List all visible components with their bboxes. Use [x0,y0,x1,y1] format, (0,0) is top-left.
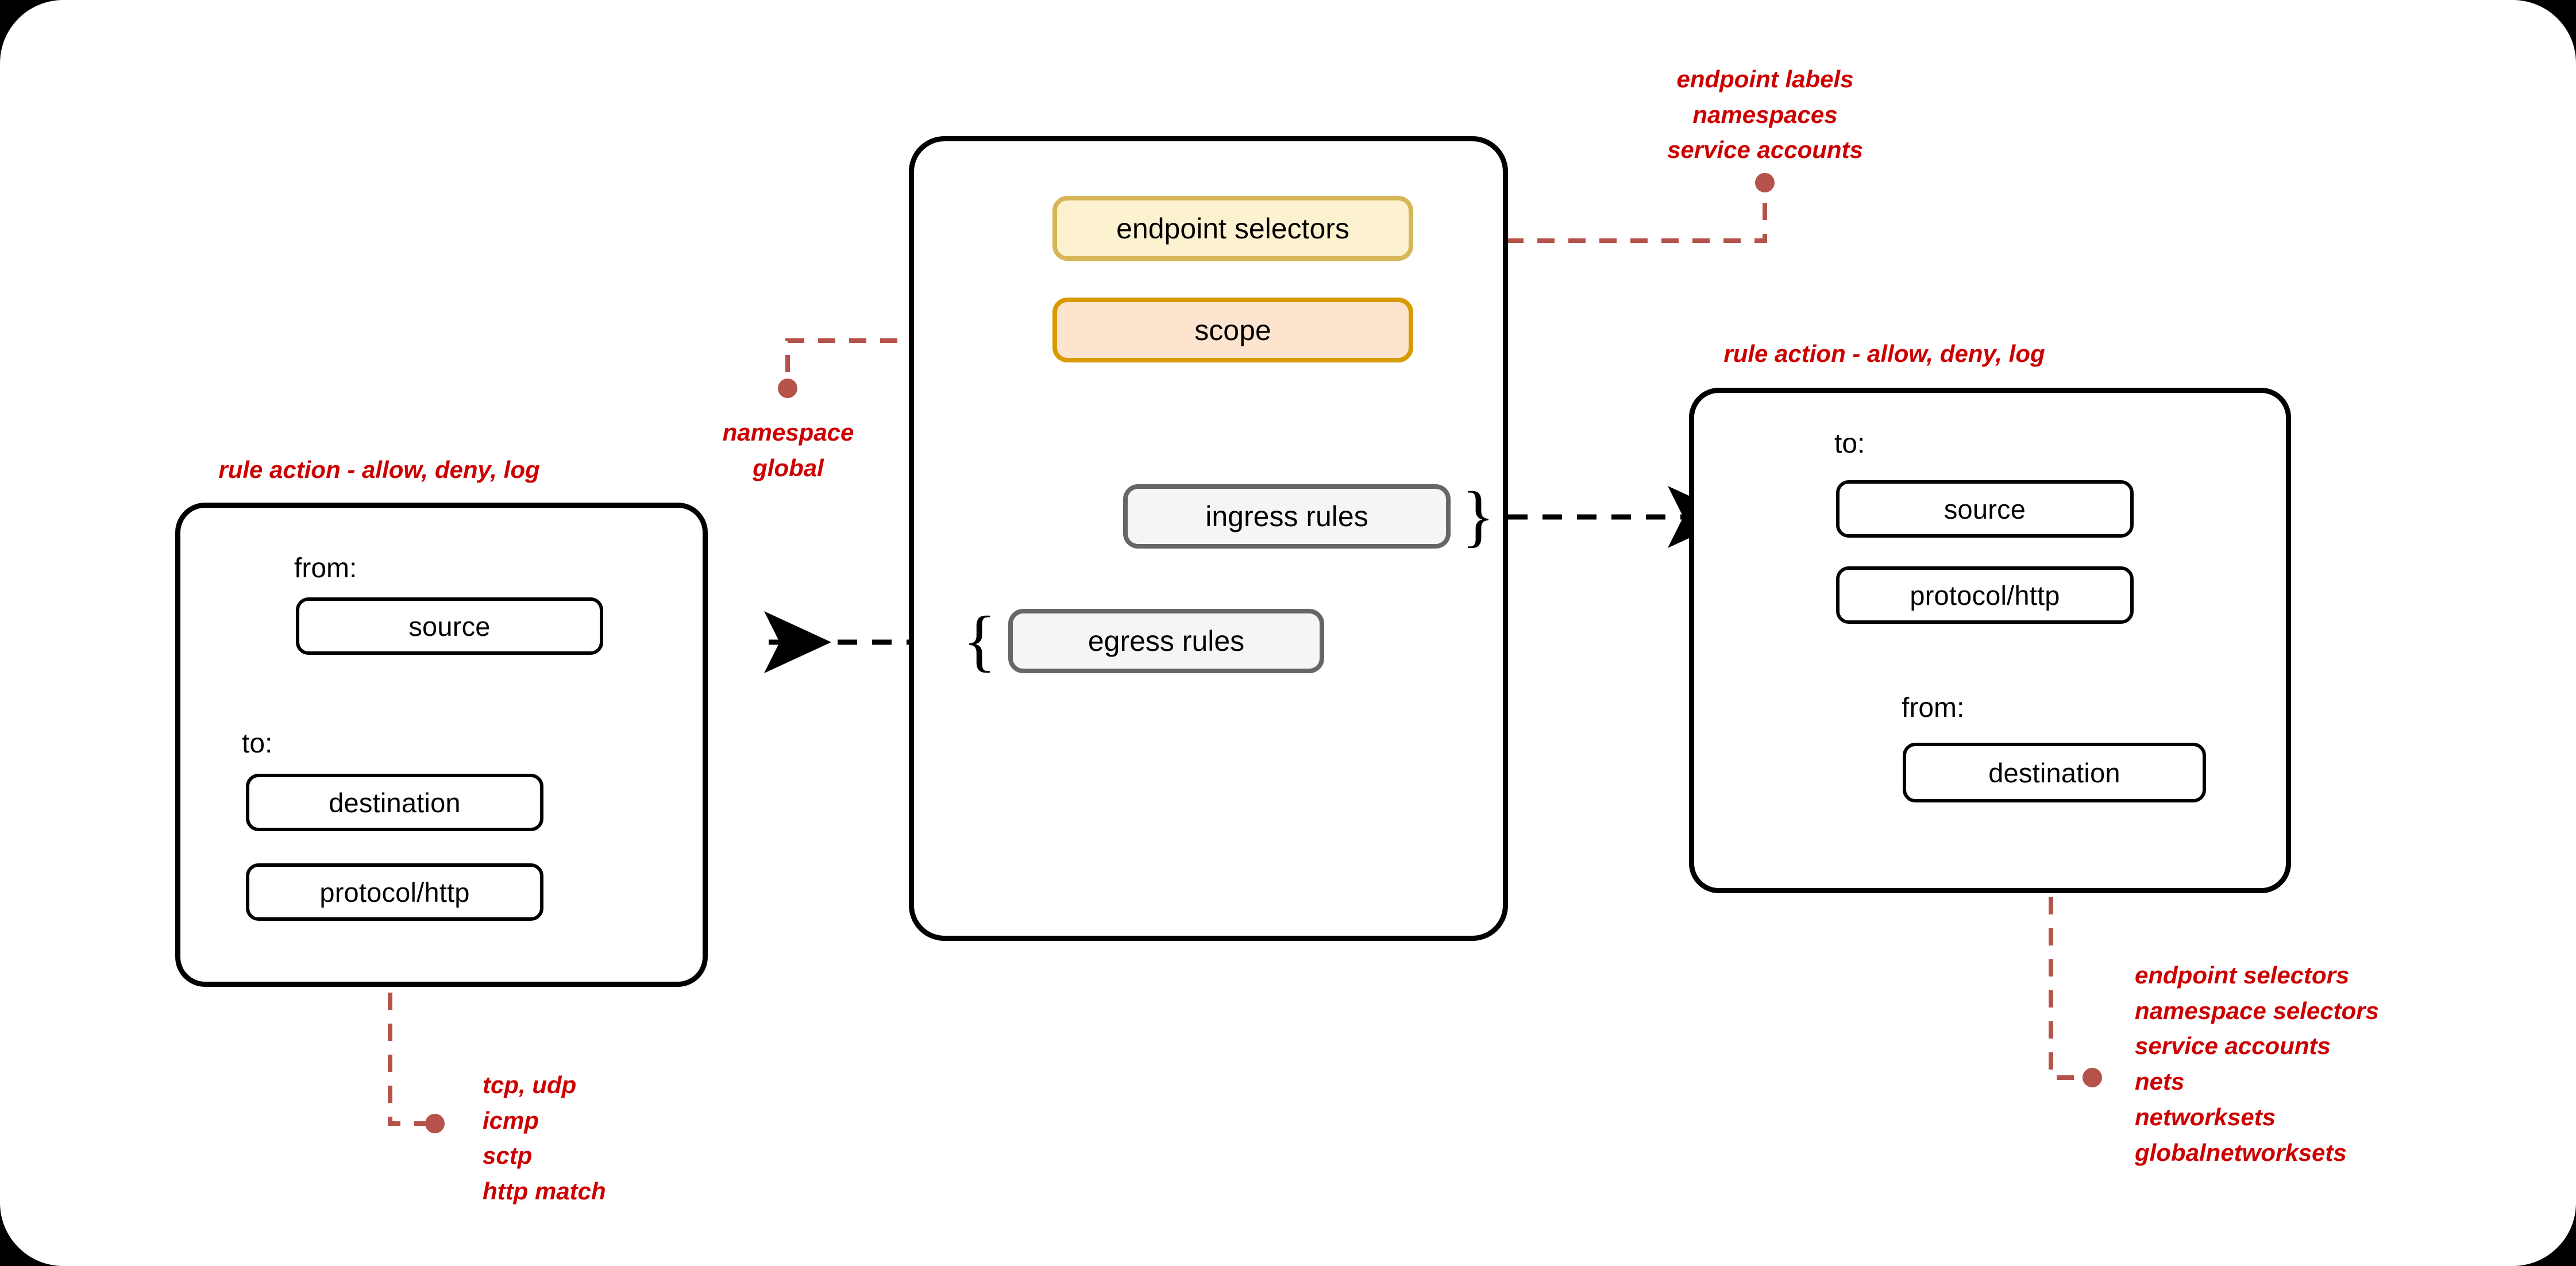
egress-rules-label: egress rules [1088,625,1245,657]
right-source-label: source [1943,493,2026,524]
ingress-brace-glyph: } [1461,477,1495,554]
right-destination-node[interactable]: destination [1903,743,2206,802]
right-source-node[interactable]: source [1836,480,2134,538]
protocol-annotation: tcp, udp icmp sctp http match [483,1071,606,1205]
left-rule-action-text: rule action - allow, deny, log [218,456,540,483]
right-protocol-http-node[interactable]: protocol/http [1836,566,2134,624]
left-panel-heading: rule action - allow, deny, log [192,452,566,488]
left-to-label: to: [242,728,273,759]
endpoint-selectors-label: endpoint selectors [1116,212,1349,245]
right-rule-action-text: rule action - allow, deny, log [1723,340,2045,367]
ingress-rules-node[interactable]: ingress rules [1123,484,1451,549]
ingress-rules-label: ingress rules [1205,500,1368,532]
ingress-rules-brace: } [1458,478,1498,553]
egress-brace-glyph: { [963,602,996,678]
destination-annotation: endpoint selectors namespace selectors s… [2135,962,2379,1166]
scope-label: scope [1194,314,1271,346]
egress-rules-node[interactable]: egress rules [1008,609,1324,673]
scope-annotation: namespace global [722,419,854,481]
left-protocol-http-label: protocol/http [319,877,470,908]
endpoint-selectors-node[interactable]: endpoint selectors [1052,196,1413,261]
left-protocol-http-node[interactable]: protocol/http [246,863,543,921]
right-from-label: from: [1902,693,1965,723]
ingress-rule-panel [1689,388,2291,893]
left-source-node[interactable]: source [296,597,603,655]
left-destination-label: destination [329,787,461,818]
left-from-label: from: [294,553,357,584]
right-destination-label: destination [1988,757,2120,788]
left-source-label: source [408,611,491,642]
right-protocol-http-label: protocol/http [1910,580,2060,611]
endpoint-selectors-annotation: endpoint labels namespaces service accou… [1667,65,1863,164]
egress-rules-brace: { [959,603,1000,678]
scope-node[interactable]: scope [1052,298,1413,362]
right-to-label: to: [1834,429,1865,459]
left-destination-node[interactable]: destination [246,774,543,831]
right-panel-heading: rule action - allow, deny, log [1683,336,2085,372]
